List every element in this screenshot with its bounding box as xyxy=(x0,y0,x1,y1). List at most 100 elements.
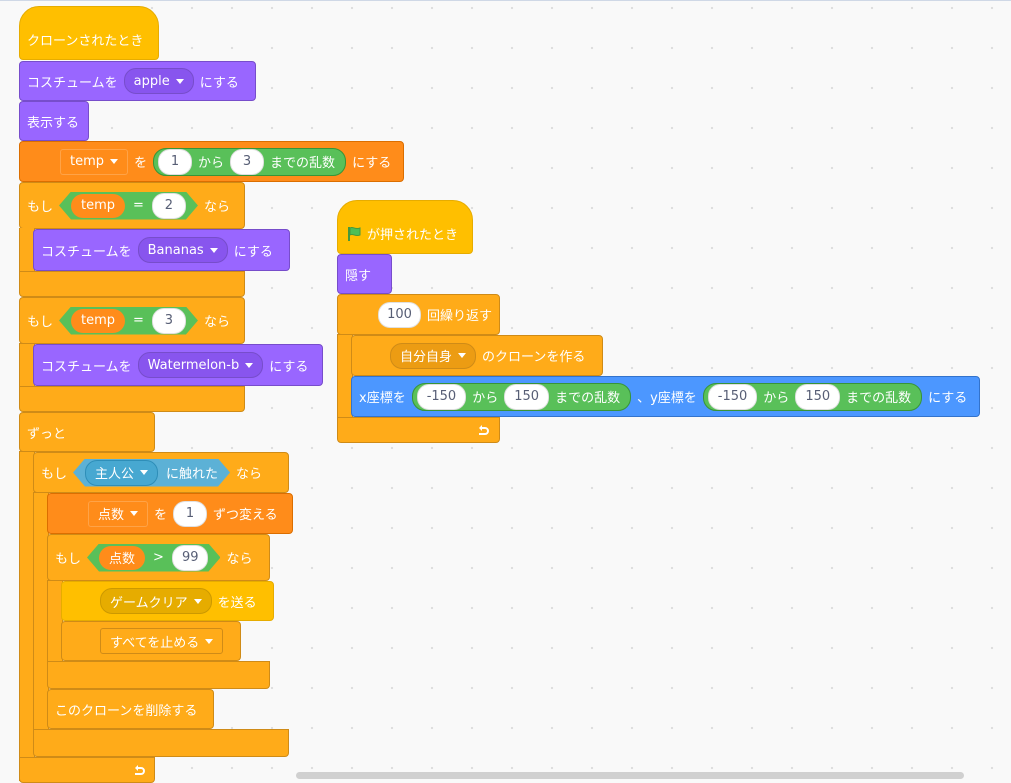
when-flag-clicked-hat[interactable]: が押されたとき xyxy=(337,200,473,254)
then-label: なら xyxy=(203,315,230,330)
set-variable-block[interactable]: temp を 1 から 3 までの乱数 にする xyxy=(19,141,404,182)
block-label: までの乱数 xyxy=(270,156,336,171)
block-label: から xyxy=(472,391,499,406)
costume-dropdown[interactable]: Watermelon-b xyxy=(137,352,264,378)
number-input[interactable]: 3 xyxy=(152,308,186,334)
if-score-header[interactable]: もし 点数 > 99 なら xyxy=(47,534,270,581)
stop-block[interactable]: すべてを止める xyxy=(61,621,241,661)
if-label: もし xyxy=(41,467,68,482)
greater-than-operator[interactable]: 点数 > 99 xyxy=(87,544,220,572)
dropdown-value: temp xyxy=(70,154,105,169)
block-label: にする xyxy=(233,244,273,260)
stop-option-dropdown[interactable]: すべてを止める xyxy=(100,628,224,654)
variable-reporter[interactable]: temp xyxy=(71,309,125,333)
then-label: なら xyxy=(226,552,253,567)
if-bottom xyxy=(19,271,245,297)
block-label: を xyxy=(154,508,168,523)
if-bottom xyxy=(33,729,289,757)
dropdown-value: 主人公 xyxy=(95,467,135,482)
caret-down-icon xyxy=(205,638,214,644)
hide-block[interactable]: 隠す xyxy=(337,254,392,294)
forever-header[interactable]: ずっと xyxy=(19,412,155,452)
block-label: コスチュームを xyxy=(41,359,132,375)
block-label: に触れた xyxy=(166,467,219,482)
random-operator-y[interactable]: -150 から 150 までの乱数 xyxy=(702,382,923,411)
goto-xy-block[interactable]: x座標を -150 から 150 までの乱数 、y座標を -150 から 150… xyxy=(351,376,980,417)
block-label: x座標を xyxy=(359,391,406,406)
if-label: もし xyxy=(55,552,82,567)
block-label: から xyxy=(198,156,225,171)
caret-down-icon xyxy=(175,78,184,84)
dropdown-value: ゲームクリア xyxy=(110,595,188,611)
caret-down-icon xyxy=(209,247,218,253)
if-bottom xyxy=(19,386,245,412)
repeat-header[interactable]: 100 回繰り返す xyxy=(337,294,500,335)
touching-sensing[interactable]: 主人公 に触れた xyxy=(73,459,230,487)
number-input[interactable]: 1 xyxy=(173,500,208,527)
loop-arrow-icon xyxy=(479,425,489,435)
repeat-bottom xyxy=(337,417,500,443)
equals-operator[interactable]: temp = 2 xyxy=(59,192,198,220)
variable-dropdown[interactable]: temp xyxy=(60,148,129,175)
block-label: コスチュームを xyxy=(41,244,132,260)
block-label: までの乱数 xyxy=(555,391,621,406)
number-input[interactable]: 150 xyxy=(795,383,841,410)
caret-down-icon xyxy=(140,470,148,475)
when-clone-starts-hat[interactable]: クローンされたとき xyxy=(19,6,159,60)
caret-down-icon xyxy=(110,159,119,164)
number-input[interactable]: 99 xyxy=(172,545,209,571)
sprite-dropdown[interactable]: 主人公 xyxy=(85,460,158,486)
switch-costume-block[interactable]: コスチュームを apple にする xyxy=(19,61,256,101)
switch-costume-block[interactable]: コスチュームを Watermelon-b にする xyxy=(33,344,323,386)
operator-symbol: = xyxy=(133,313,144,328)
then-label: なら xyxy=(203,200,230,215)
block-label: にする xyxy=(269,359,309,375)
change-variable-block[interactable]: 点数 を 1 ずつ変える xyxy=(47,493,293,534)
number-input[interactable]: 1 xyxy=(158,148,193,175)
variable-dropdown[interactable]: 点数 xyxy=(88,500,149,527)
broadcast-block[interactable]: ゲームクリア を送る xyxy=(61,581,274,621)
costume-dropdown[interactable]: apple xyxy=(123,68,194,94)
caret-down-icon xyxy=(130,511,139,516)
operator-symbol: = xyxy=(133,198,144,213)
show-block[interactable]: 表示する xyxy=(19,101,89,141)
random-operator[interactable]: 1 から 3 までの乱数 xyxy=(153,147,347,176)
dropdown-value: Watermelon-b xyxy=(147,357,240,373)
block-label: を xyxy=(134,156,148,171)
if-header[interactable]: もし temp = 2 なら xyxy=(19,182,245,229)
green-flag-icon xyxy=(348,226,361,241)
block-label: このクローンを削除する xyxy=(55,703,198,719)
forever-bottom xyxy=(19,757,155,783)
number-input[interactable]: -150 xyxy=(707,383,758,410)
number-input[interactable]: 150 xyxy=(504,383,550,410)
hat-label: が押されたとき xyxy=(367,228,459,243)
caret-down-icon xyxy=(458,353,467,358)
block-label: 表示する xyxy=(27,115,80,131)
variable-reporter[interactable]: 点数 xyxy=(99,546,145,570)
equals-operator[interactable]: temp = 3 xyxy=(59,307,198,335)
dropdown-value: 自分自身 xyxy=(400,350,453,365)
number-input[interactable]: 3 xyxy=(230,148,265,175)
number-input[interactable]: -150 xyxy=(416,383,467,410)
block-label: までの乱数 xyxy=(846,391,912,406)
message-dropdown[interactable]: ゲームクリア xyxy=(100,588,212,614)
block-label: のクローンを作る xyxy=(482,350,586,365)
random-operator-x[interactable]: -150 から 150 までの乱数 xyxy=(411,382,632,411)
switch-costume-block[interactable]: コスチュームを Bananas にする xyxy=(33,229,290,271)
forever-label: ずっと xyxy=(27,426,67,442)
number-input[interactable]: 100 xyxy=(378,301,421,328)
number-input[interactable]: 2 xyxy=(152,193,186,219)
horizontal-scrollbar[interactable] xyxy=(296,772,964,779)
clone-target-dropdown[interactable]: 自分自身 xyxy=(390,342,477,369)
block-label: ずつ変える xyxy=(213,508,278,523)
block-label: 回繰り返す xyxy=(426,309,492,324)
costume-dropdown[interactable]: Bananas xyxy=(137,237,228,263)
if-touching-header[interactable]: もし 主人公 に触れた なら xyxy=(33,452,289,493)
variable-reporter[interactable]: temp xyxy=(71,194,125,218)
if-label: もし xyxy=(27,315,54,330)
create-clone-block[interactable]: 自分自身 のクローンを作る xyxy=(351,335,603,376)
then-label: なら xyxy=(236,467,263,482)
if-header[interactable]: もし temp = 3 なら xyxy=(19,297,245,344)
operator-symbol: > xyxy=(153,550,164,565)
delete-clone-block[interactable]: このクローンを削除する xyxy=(47,689,214,729)
